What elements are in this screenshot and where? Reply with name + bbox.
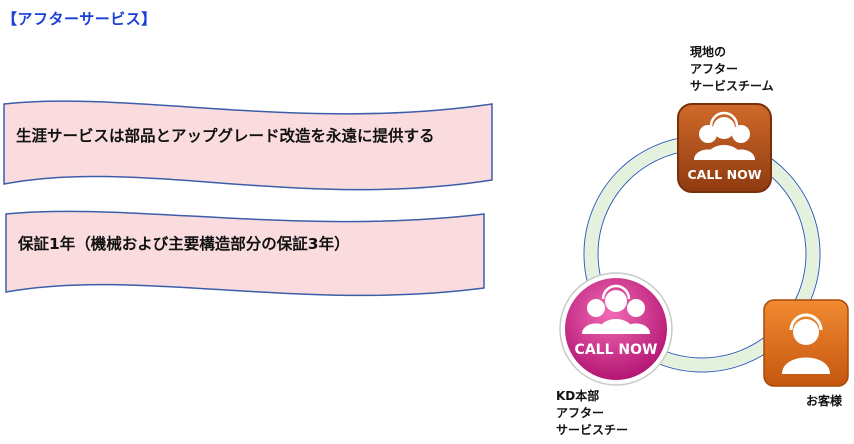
local-team-label: 現地の アフター サービスチーム <box>690 45 774 93</box>
support-agents-icon <box>694 111 755 160</box>
banner-shape <box>3 100 493 191</box>
banner-warranty: 保証1年（機械および主要構造部分の保証3年） <box>0 208 500 318</box>
banner-warranty-text: 保証1年（機械および主要構造部分の保証3年） <box>18 235 350 253</box>
support-agents-icon <box>582 284 650 334</box>
local-team-call-now-button[interactable]: CALL NOW <box>676 102 773 194</box>
customer-label: お客様 <box>806 394 843 408</box>
banner-lifetime-service: 生涯サービスは部品とアップグレード改造を永遠に提供する <box>0 98 500 208</box>
hq-team-call-now-button[interactable]: CALL NOW <box>556 270 676 388</box>
customer-icon <box>763 299 849 387</box>
section-title: 【アフターサービス】 <box>2 10 157 28</box>
hq-team-label: KD本部 アフター サービスチー <box>556 389 629 437</box>
banner-shape <box>5 210 485 297</box>
hq-team-call-now-text: CALL NOW <box>575 342 658 358</box>
banner-lifetime-service-text: 生涯サービスは部品とアップグレード改造を永遠に提供する <box>16 127 435 145</box>
local-team-call-now-text: CALL NOW <box>687 167 761 182</box>
